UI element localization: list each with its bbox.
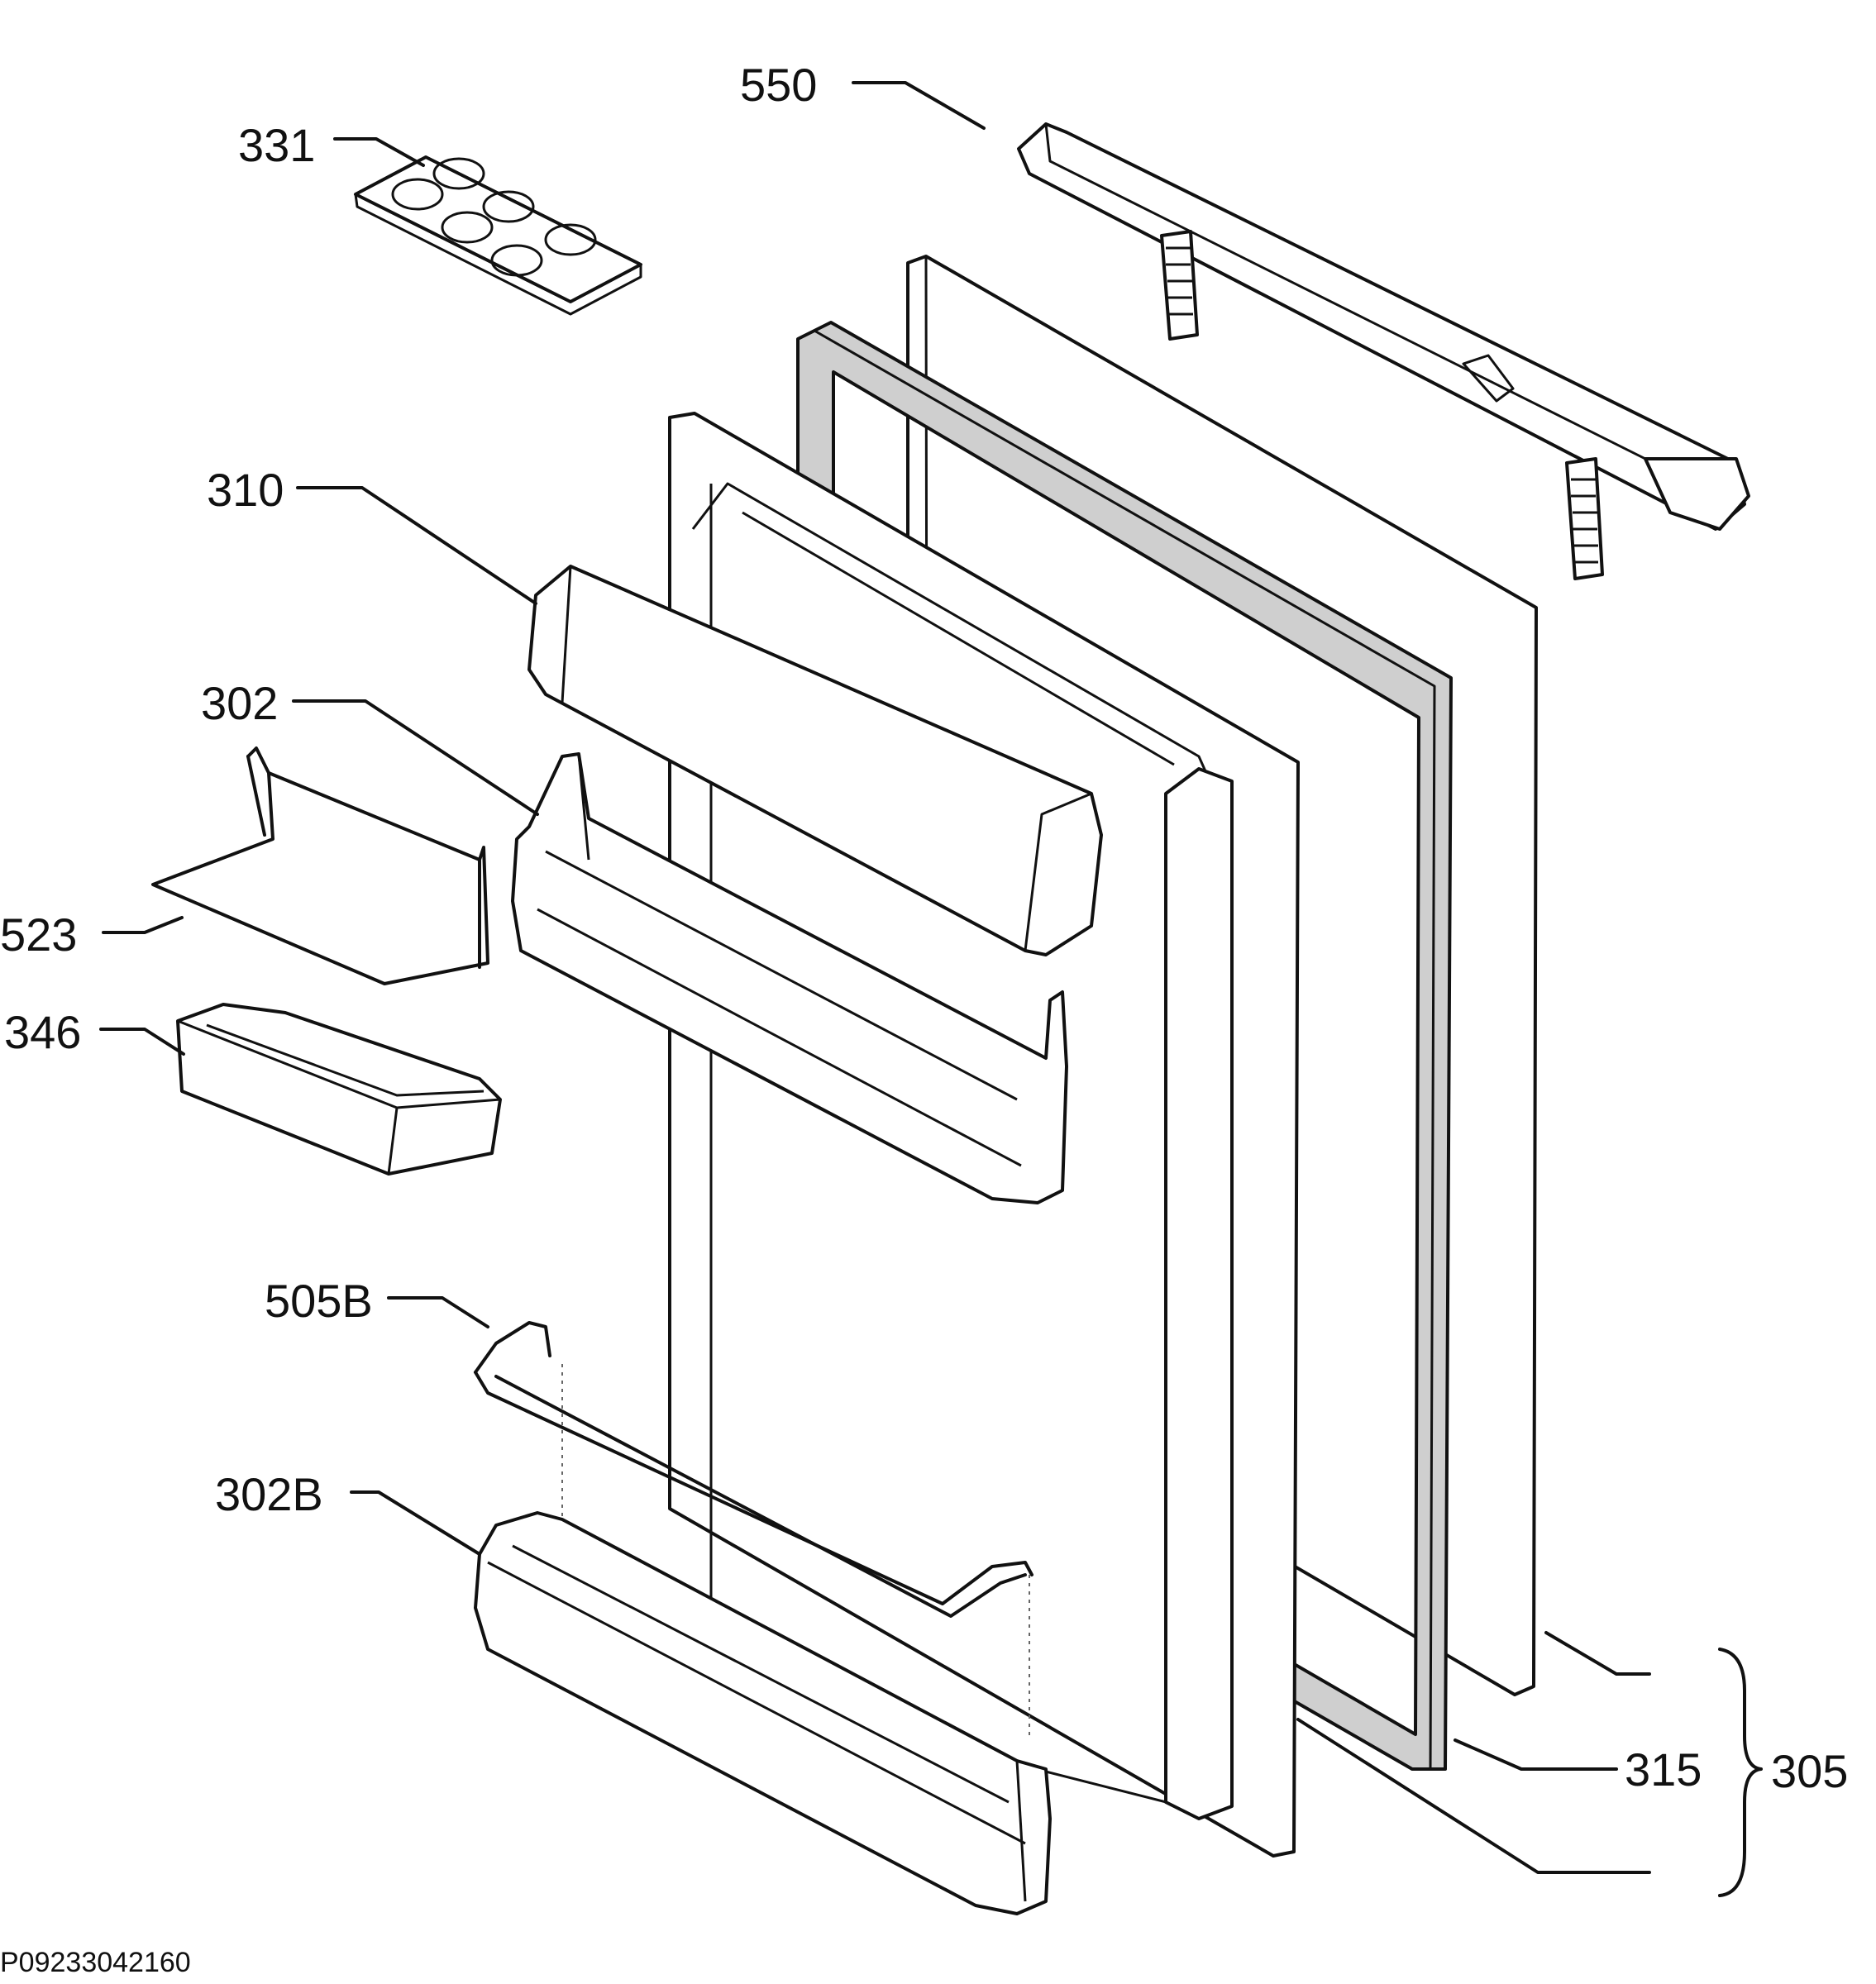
leader-523 — [102, 916, 184, 934]
drawing-code: P09233042160 — [0, 1947, 191, 1978]
leader-305-top — [1544, 1631, 1651, 1676]
leader-331 — [333, 137, 425, 167]
part-labels: 550 331 310 302 523 346 505B 302B 315 30… — [0, 59, 1848, 1978]
label-505b: 505B — [265, 1275, 373, 1327]
leader-550 — [852, 81, 986, 130]
part-302b-door-bin — [474, 1511, 1052, 1915]
leader-346 — [99, 1028, 185, 1056]
leader-505b — [387, 1296, 489, 1328]
part-331-egg-tray — [354, 155, 642, 316]
brace-305 — [1718, 1648, 1763, 1897]
leader-lines — [99, 81, 1763, 1897]
label-315: 315 — [1625, 1743, 1702, 1796]
label-331: 331 — [238, 119, 315, 171]
label-310: 310 — [207, 464, 284, 516]
leader-305-bottom — [1296, 1718, 1651, 1874]
leader-315 — [1454, 1738, 1618, 1771]
part-310-shelf-cover — [527, 565, 1103, 956]
label-302: 302 — [201, 677, 278, 729]
part-302-door-bin — [511, 752, 1068, 1204]
label-302b: 302B — [215, 1468, 323, 1520]
part-550-hinge-rail — [1017, 122, 1750, 580]
part-346-butter-dish — [176, 1003, 502, 1176]
label-523: 523 — [0, 909, 77, 961]
label-305: 305 — [1771, 1745, 1848, 1797]
leader-310 — [296, 486, 537, 605]
label-346: 346 — [4, 1006, 81, 1058]
label-550: 550 — [740, 59, 817, 111]
leader-302 — [292, 699, 539, 816]
leader-302b — [350, 1490, 481, 1556]
part-523-wire-rail — [151, 746, 489, 985]
part-505b-wire-rail — [474, 1321, 1033, 1736]
